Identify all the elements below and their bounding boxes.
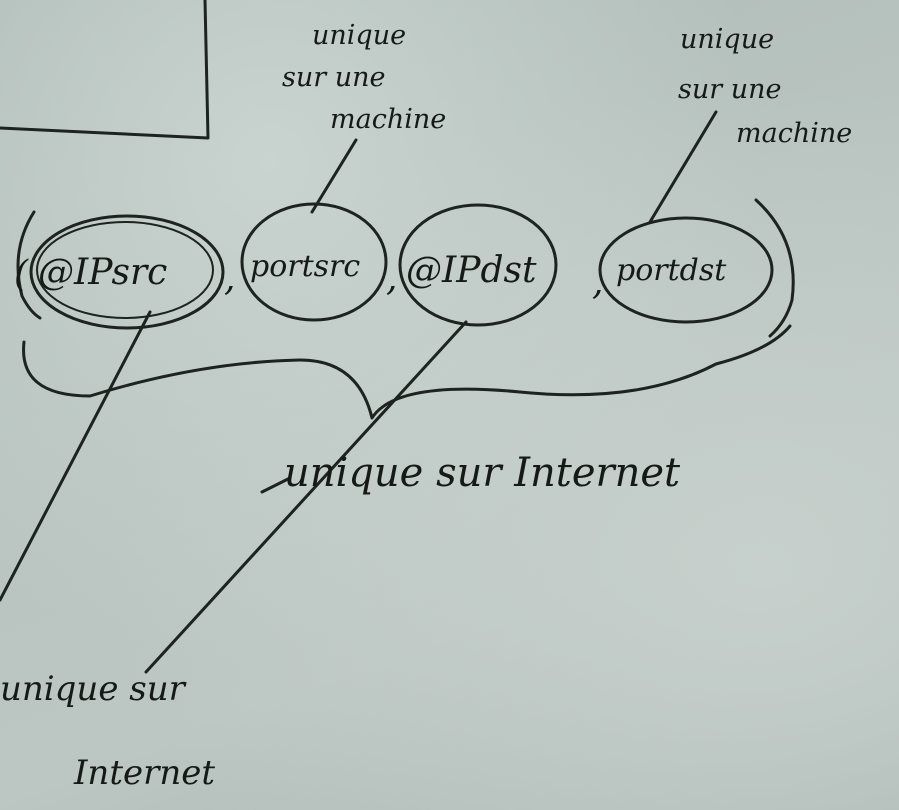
port-dst-note-line1: unique xyxy=(680,24,774,55)
leader-port-dst xyxy=(648,110,718,224)
open-paren: ( xyxy=(14,254,29,295)
ip-src-note-line2: Internet xyxy=(73,753,215,793)
port-src-circle xyxy=(240,202,388,322)
comma-3: , xyxy=(592,262,603,303)
port-dst-circle xyxy=(598,216,774,324)
leader-port-src xyxy=(310,138,358,214)
outer-open-paren xyxy=(16,210,42,320)
ip-src-note-line1: unique sur xyxy=(0,669,187,709)
ip-src-circle xyxy=(29,214,225,330)
port-src-label: portsrc xyxy=(250,249,360,284)
outer-close-paren xyxy=(754,198,795,338)
ip-dst-label: @IPdst xyxy=(406,250,537,291)
leader-ip-src xyxy=(0,310,152,602)
ip-src-circle-inner xyxy=(36,221,214,319)
pair-note: unique sur Internet xyxy=(284,450,681,496)
comma-2: , xyxy=(386,258,397,299)
ip-dst-circle xyxy=(398,203,558,327)
port-src-note-line2: sur une xyxy=(282,62,386,93)
leader-brace xyxy=(260,476,292,494)
port-dst-note-line2: sur une xyxy=(678,74,782,105)
port-src-note-line1: unique xyxy=(312,20,406,51)
leader-ip-dst xyxy=(144,320,468,674)
port-dst-label: portdst xyxy=(616,253,727,288)
drawn-box xyxy=(0,0,210,140)
comma-1: , xyxy=(224,258,235,299)
ip-src-label: @IPsrc xyxy=(38,252,167,293)
bottom-brace xyxy=(22,324,792,420)
port-dst-note-line3: machine xyxy=(736,118,852,149)
port-src-note-line3: machine xyxy=(330,104,446,135)
